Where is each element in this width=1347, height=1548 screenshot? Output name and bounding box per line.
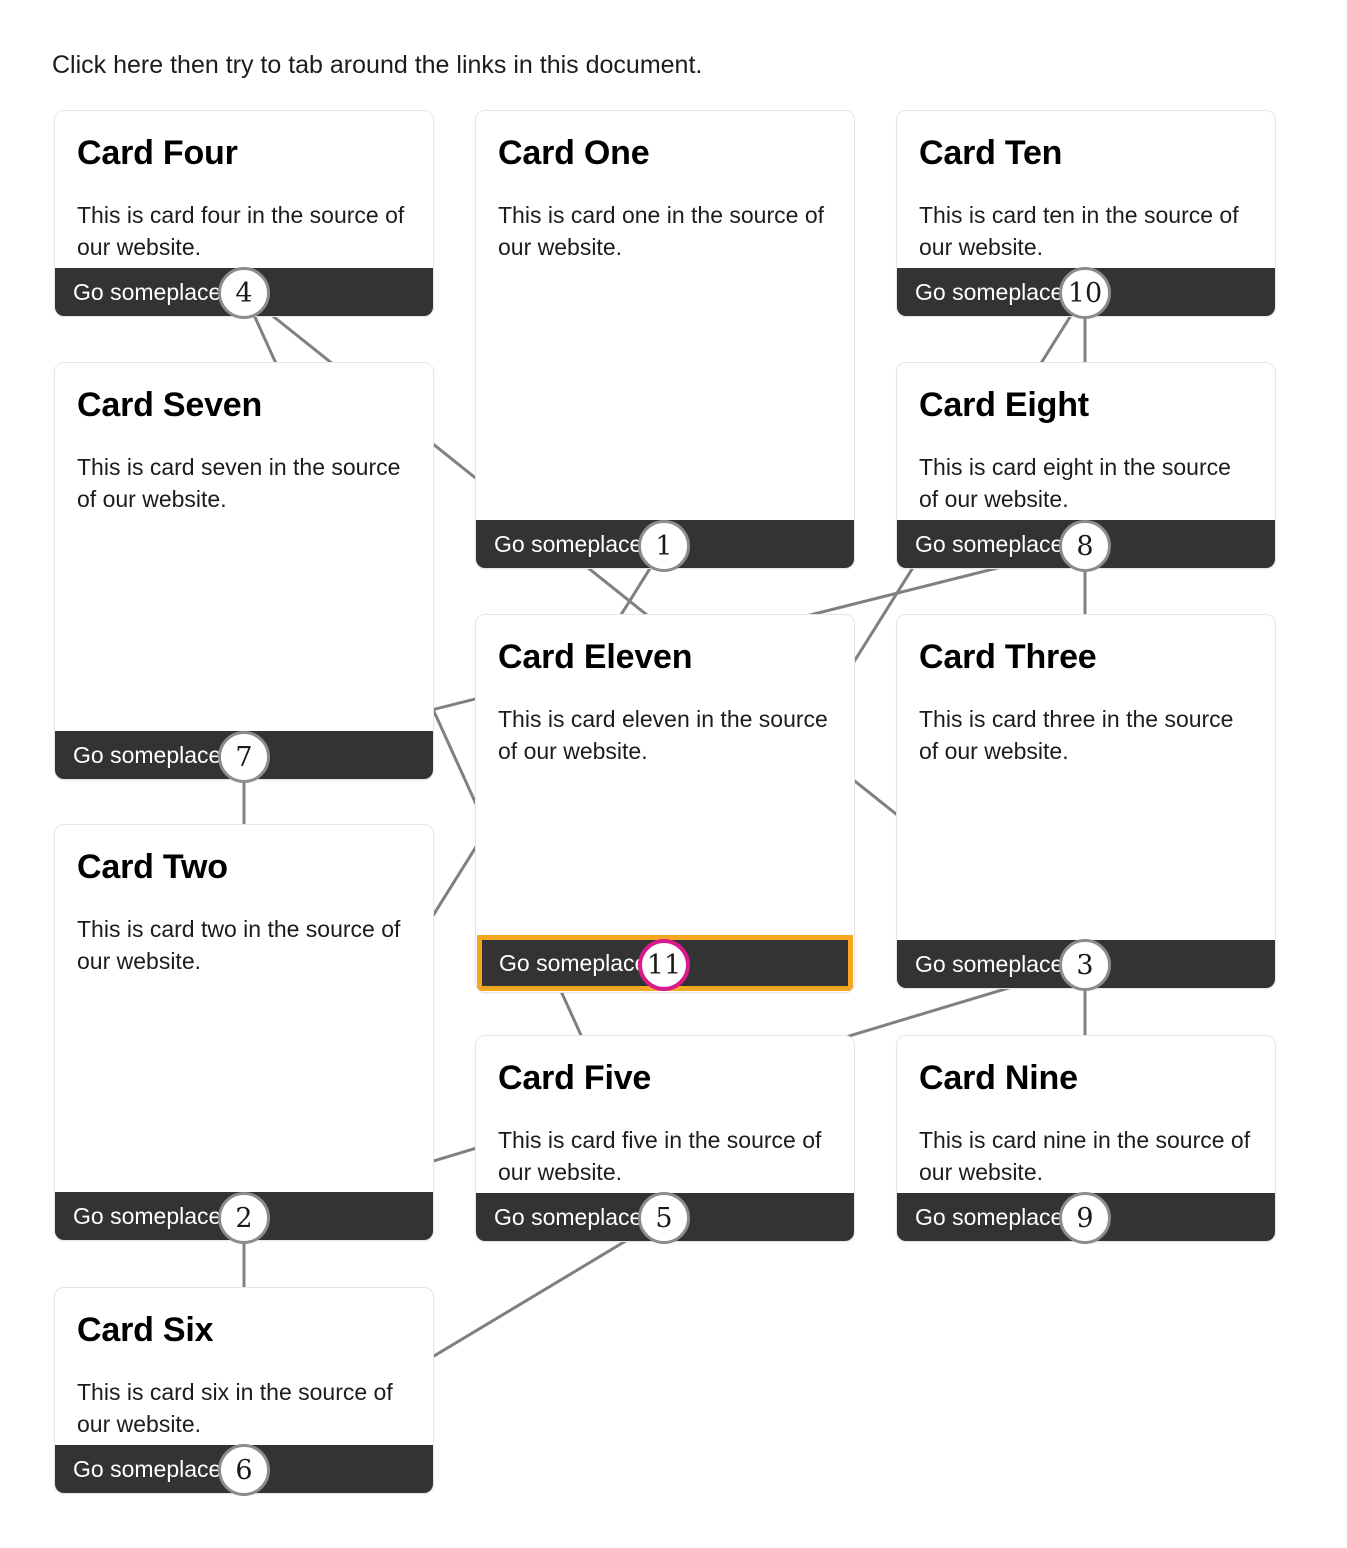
card-nine-description: This is card nine in the source of our w… <box>919 1127 1251 1185</box>
card-five-go-someplace-link[interactable]: Go someplace <box>494 1204 643 1230</box>
page-intro-text: Click here then try to tab around the li… <box>52 51 703 79</box>
card-six-description: This is card six in the source of our we… <box>77 1379 393 1437</box>
card-three-title: Card Three <box>919 638 1097 676</box>
tab-order-marker-9: 9 <box>1059 1192 1111 1244</box>
tab-order-marker-11: 11 <box>638 939 690 991</box>
card-eight-footer: Go someplace <box>897 520 1275 568</box>
card-eleven-description: This is card eleven in the source of our… <box>498 706 828 764</box>
card-three-go-someplace-link[interactable]: Go someplace <box>915 951 1064 977</box>
card-eight-description: This is card eight in the source of our … <box>919 454 1231 512</box>
card-one-description: This is card one in the source of our we… <box>498 202 824 260</box>
card-two-description: This is card two in the source of our we… <box>77 916 401 974</box>
card-four-title: Card Four <box>77 134 238 172</box>
card-eight-go-someplace-link[interactable]: Go someplace <box>915 531 1064 557</box>
tab-order-marker-3: 3 <box>1059 939 1111 991</box>
card-seven-go-someplace-link[interactable]: Go someplace <box>73 742 222 768</box>
card-ten-go-someplace-link[interactable]: Go someplace <box>915 279 1064 305</box>
tab-order-marker-1: 1 <box>638 520 690 572</box>
card-four-description: This is card four in the source of our w… <box>77 202 405 260</box>
tab-order-marker-7: 7 <box>218 731 270 783</box>
card-three-description: This is card three in the source of our … <box>919 706 1234 764</box>
card-seven-description: This is card seven in the source of our … <box>77 454 401 512</box>
card-eight-title: Card Eight <box>919 386 1089 424</box>
card-ten-title: Card Ten <box>919 134 1063 172</box>
card-five-title: Card Five <box>498 1059 652 1097</box>
card-six-go-someplace-link[interactable]: Go someplace <box>73 1456 222 1482</box>
tab-order-marker-4: 4 <box>218 267 270 319</box>
card-seven-title: Card Seven <box>77 386 263 424</box>
card-two-title: Card Two <box>77 848 228 886</box>
card-nine-title: Card Nine <box>919 1059 1078 1097</box>
tab-order-marker-8: 8 <box>1059 520 1111 572</box>
card-eleven-title: Card Eleven <box>498 638 693 676</box>
tab-order-marker-10: 10 <box>1059 267 1111 319</box>
tab-order-marker-2: 2 <box>218 1192 270 1244</box>
card-four-go-someplace-link[interactable]: Go someplace <box>73 279 222 305</box>
card-nine-go-someplace-link[interactable]: Go someplace <box>915 1204 1064 1230</box>
card-ten-description: This is card ten in the source of our we… <box>919 202 1239 260</box>
card-one-go-someplace-link[interactable]: Go someplace <box>494 531 643 557</box>
card-five-description: This is card five in the source of our w… <box>498 1127 822 1185</box>
tab-order-marker-6: 6 <box>218 1444 270 1496</box>
card-one-title: Card One <box>498 134 650 172</box>
card-six-title: Card Six <box>77 1311 214 1349</box>
card-two-go-someplace-link[interactable]: Go someplace <box>73 1203 222 1229</box>
card-eleven-go-someplace-link[interactable]: Go someplace <box>499 950 648 976</box>
tab-order-marker-5: 5 <box>638 1192 690 1244</box>
